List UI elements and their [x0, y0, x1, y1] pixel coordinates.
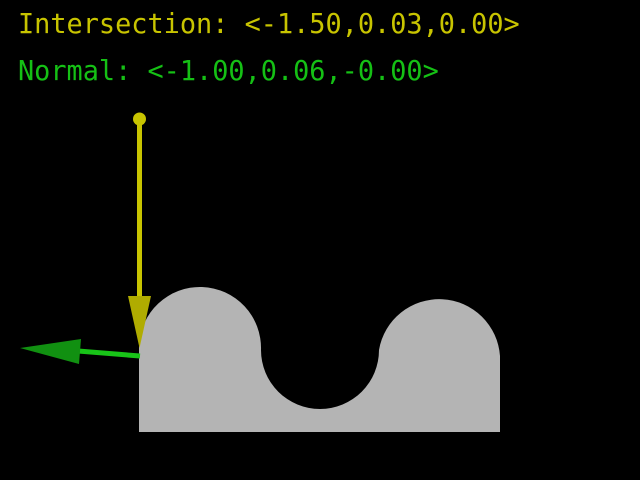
intersection-value: <-1.50,0.03,0.00>: [244, 7, 520, 40]
normal-arrow-icon: [20, 339, 141, 364]
normal-readout: Normal: <-1.00,0.06,-0.00>: [18, 57, 439, 85]
shape-profile: [139, 286, 500, 432]
intersection-label: Intersection:: [18, 7, 229, 40]
ray-origin-sphere: [133, 112, 146, 126]
normal-arrowhead: [20, 339, 81, 364]
ray-arrowhead: [128, 296, 151, 348]
normal-value: <-1.00,0.06,-0.00>: [147, 54, 439, 87]
ray-arrow-icon: [128, 112, 151, 348]
normal-shaft: [77, 348, 141, 359]
normal-label: Normal:: [18, 54, 132, 87]
intersection-readout: Intersection: <-1.50,0.03,0.00>: [18, 10, 520, 38]
